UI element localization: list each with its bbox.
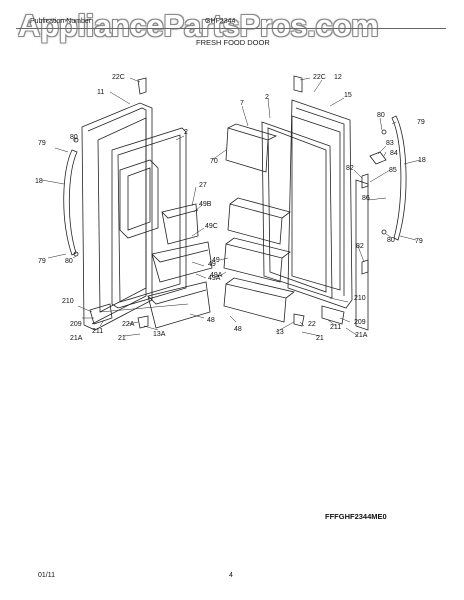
part-label: 210 <box>62 298 74 305</box>
right-gasket <box>261 121 333 299</box>
right-hinge <box>321 305 345 325</box>
part-label: 79 <box>415 238 423 245</box>
bin-49 <box>151 241 213 283</box>
part-label: 49C <box>205 223 218 230</box>
page-number: 4 <box>229 572 233 579</box>
bin-49b <box>161 203 199 245</box>
part-label: 86 <box>362 195 370 202</box>
part-label: 21 <box>118 335 126 342</box>
part-label: 80 <box>70 134 78 141</box>
part-label: 2 <box>184 129 188 136</box>
part-label: 79 <box>38 258 46 265</box>
part-label: 82 <box>346 165 354 172</box>
right-door-outer <box>287 99 353 309</box>
part-label: 80 <box>65 258 73 265</box>
left-top-cap <box>137 77 147 95</box>
watermark: AppliancePartsPros.com <box>18 8 379 43</box>
left-gasket <box>111 127 187 309</box>
part-label: 79 <box>417 119 425 126</box>
part-label: 83 <box>386 140 394 147</box>
part-label: 85 <box>389 167 397 174</box>
part-label: 48 <box>207 317 215 324</box>
part-label: 22A <box>122 321 135 328</box>
part-label: 21A <box>70 335 83 342</box>
bin-48-right <box>223 283 287 323</box>
part-label: 209 <box>354 319 366 326</box>
part-label: 49A <box>208 275 221 282</box>
part-label: 13 <box>276 329 284 336</box>
part-label: 12 <box>334 74 342 81</box>
part-label: 18 <box>35 178 43 185</box>
part-label: 48 <box>234 326 242 333</box>
part-label: 80 <box>377 112 385 119</box>
part-label: 84 <box>390 150 398 157</box>
part-label: 210 <box>354 295 366 302</box>
part-label: 21 <box>316 335 324 342</box>
bin-48 <box>147 281 211 329</box>
model-code: FFFGHF2344ME0 <box>325 512 387 521</box>
diagram-title: FRESH FOOD DOOR <box>196 38 270 47</box>
part-label: 7 <box>240 100 244 107</box>
bin-49-right <box>223 243 283 283</box>
part-label: 22 <box>308 321 316 328</box>
part-label: 22C <box>313 74 326 81</box>
bin-70 <box>225 127 269 173</box>
part-label: 15 <box>344 92 352 99</box>
publication-label: Publication Number <box>30 18 92 25</box>
part-label: 13A <box>153 331 166 338</box>
part-label: 70 <box>210 158 218 165</box>
part-label: 18 <box>418 157 426 164</box>
right-top-cap <box>293 75 303 93</box>
part-label: 49 <box>208 261 216 268</box>
model-header: GHF2344 <box>205 18 236 25</box>
part-label: 11 <box>97 89 104 96</box>
right-handle <box>391 115 407 241</box>
bin-49c <box>227 203 283 245</box>
part-label: 21A <box>355 332 368 339</box>
left-door-inner-edge <box>87 107 147 325</box>
part-label: 80 <box>387 237 395 244</box>
part-label: 211 <box>92 328 103 335</box>
footer-date: 01/11 <box>38 572 55 579</box>
part-label: 49B <box>199 201 212 208</box>
part-label: 2 <box>265 94 269 101</box>
left-door-liner <box>97 117 147 313</box>
part-label: 79 <box>38 140 46 147</box>
part-label: 49A <box>210 272 223 279</box>
left-handle <box>63 149 78 256</box>
part-label: 82 <box>356 243 364 250</box>
part-label: 27 <box>199 182 207 189</box>
part-label: 211 <box>330 324 341 331</box>
part-label: 22C <box>112 74 125 81</box>
part-label: 49 <box>212 257 220 264</box>
left-dispenser <box>119 159 159 239</box>
left-hinge <box>89 303 113 325</box>
right-door-liner <box>291 115 341 291</box>
header-rule <box>16 28 446 29</box>
right-trim <box>355 179 369 331</box>
part-label: 209 <box>70 321 82 328</box>
